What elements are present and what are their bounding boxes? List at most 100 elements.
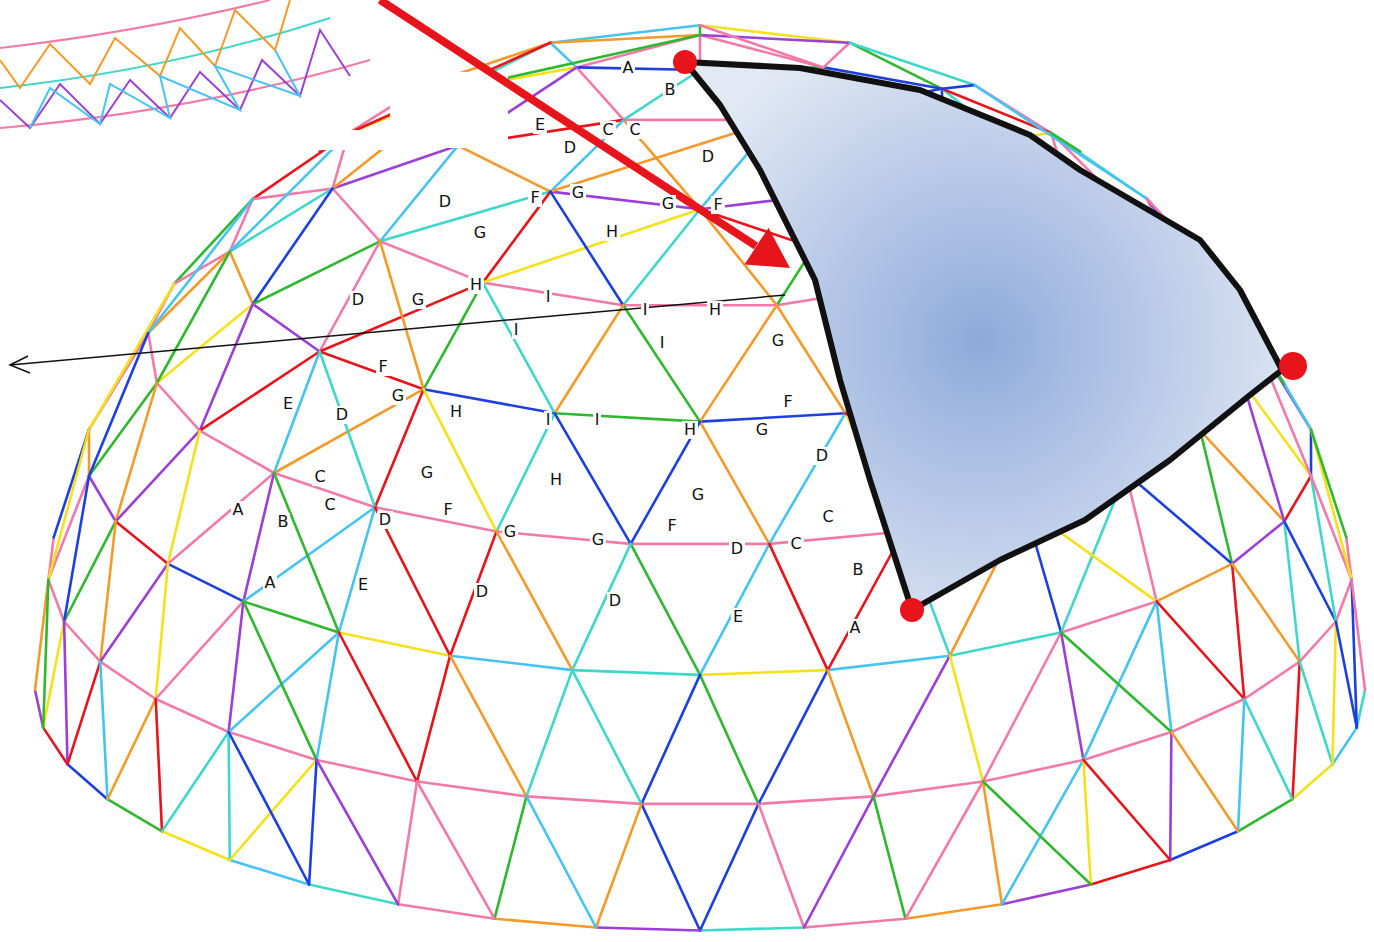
strut xyxy=(375,507,497,531)
strut xyxy=(156,699,229,732)
strut-letter: E xyxy=(533,116,547,134)
strut xyxy=(380,192,550,242)
strut xyxy=(700,670,828,675)
strut xyxy=(1171,732,1238,831)
strut xyxy=(274,352,320,474)
corner-dot xyxy=(900,598,924,622)
strut xyxy=(700,928,804,931)
strut-letter: E xyxy=(356,576,370,594)
pointer-arrow xyxy=(10,295,785,365)
strut xyxy=(1083,760,1170,860)
strut-letter: D xyxy=(729,540,745,558)
strut-letter: D xyxy=(700,148,716,166)
strut xyxy=(424,389,497,531)
strut-letter: A xyxy=(621,59,636,77)
strut xyxy=(942,85,975,89)
strut-letter: G xyxy=(419,464,435,482)
strut xyxy=(157,304,253,383)
strut xyxy=(700,804,759,931)
strut xyxy=(769,413,845,544)
strut xyxy=(874,656,950,797)
strut xyxy=(1061,601,1157,632)
strut xyxy=(874,796,906,918)
corner-dot xyxy=(1279,352,1307,380)
strut xyxy=(168,431,200,564)
strut xyxy=(229,732,310,885)
strut xyxy=(108,699,156,799)
strut xyxy=(35,690,43,728)
strut xyxy=(1002,760,1084,904)
strut xyxy=(1238,799,1293,831)
strut-letter: D xyxy=(474,583,490,601)
strut-letter: F xyxy=(441,501,454,519)
strut xyxy=(1311,430,1352,580)
strut xyxy=(1061,633,1083,760)
strut-letter: G xyxy=(590,531,606,549)
strut-letter: H xyxy=(448,403,464,421)
strut xyxy=(339,633,417,782)
strut xyxy=(1126,473,1232,564)
strut xyxy=(450,656,526,797)
strut xyxy=(983,782,1091,885)
red-arrowhead xyxy=(745,228,791,268)
strut xyxy=(1333,728,1357,765)
strut xyxy=(116,431,200,522)
strut xyxy=(527,796,597,927)
strut xyxy=(320,352,424,390)
strut xyxy=(458,146,550,192)
strut xyxy=(527,670,573,796)
strut xyxy=(1293,662,1300,800)
strut-letter: A xyxy=(231,501,246,519)
strut xyxy=(398,782,417,905)
strut xyxy=(148,333,157,383)
strut-letter: D xyxy=(334,406,350,424)
strut xyxy=(380,146,458,242)
strut xyxy=(906,782,984,919)
strut-letter: A xyxy=(848,619,863,637)
strut xyxy=(43,580,48,728)
strut xyxy=(983,633,1061,782)
strut-letter: G xyxy=(660,195,676,213)
strut-letter: H xyxy=(604,223,620,241)
strut-letter: G xyxy=(570,184,586,202)
strut xyxy=(89,476,116,521)
strut-letter: D xyxy=(377,511,393,529)
strut xyxy=(759,796,874,804)
strut-letter: C xyxy=(788,535,803,553)
strut-letter: H xyxy=(548,471,564,489)
strut xyxy=(759,670,828,804)
strut xyxy=(156,601,244,699)
strut xyxy=(700,35,850,43)
strut xyxy=(108,799,163,831)
strut xyxy=(417,782,527,797)
strut-letter: C xyxy=(322,496,337,514)
strut xyxy=(983,782,1002,905)
strut xyxy=(333,189,380,242)
pointer-arrowhead xyxy=(10,356,30,373)
strut-letter: F xyxy=(376,358,389,376)
strut xyxy=(555,305,624,413)
strut xyxy=(631,543,770,546)
strut xyxy=(398,904,494,918)
strut xyxy=(874,782,984,797)
strut xyxy=(1300,662,1333,765)
strut xyxy=(642,803,759,806)
strut xyxy=(48,476,89,580)
strut xyxy=(555,413,631,544)
strut xyxy=(1170,732,1171,860)
strut xyxy=(339,633,450,656)
strut-letter: I xyxy=(593,411,602,429)
strut xyxy=(174,199,253,284)
cut-panel xyxy=(685,62,1282,610)
strut xyxy=(823,43,849,68)
strut xyxy=(450,532,496,656)
strut xyxy=(230,252,253,305)
strut xyxy=(424,389,555,413)
strut-letter: G xyxy=(690,486,706,504)
strut xyxy=(309,760,317,885)
strut xyxy=(642,804,701,931)
strut-letter: G xyxy=(390,387,406,405)
strut xyxy=(700,305,777,421)
strut xyxy=(1051,133,1080,151)
